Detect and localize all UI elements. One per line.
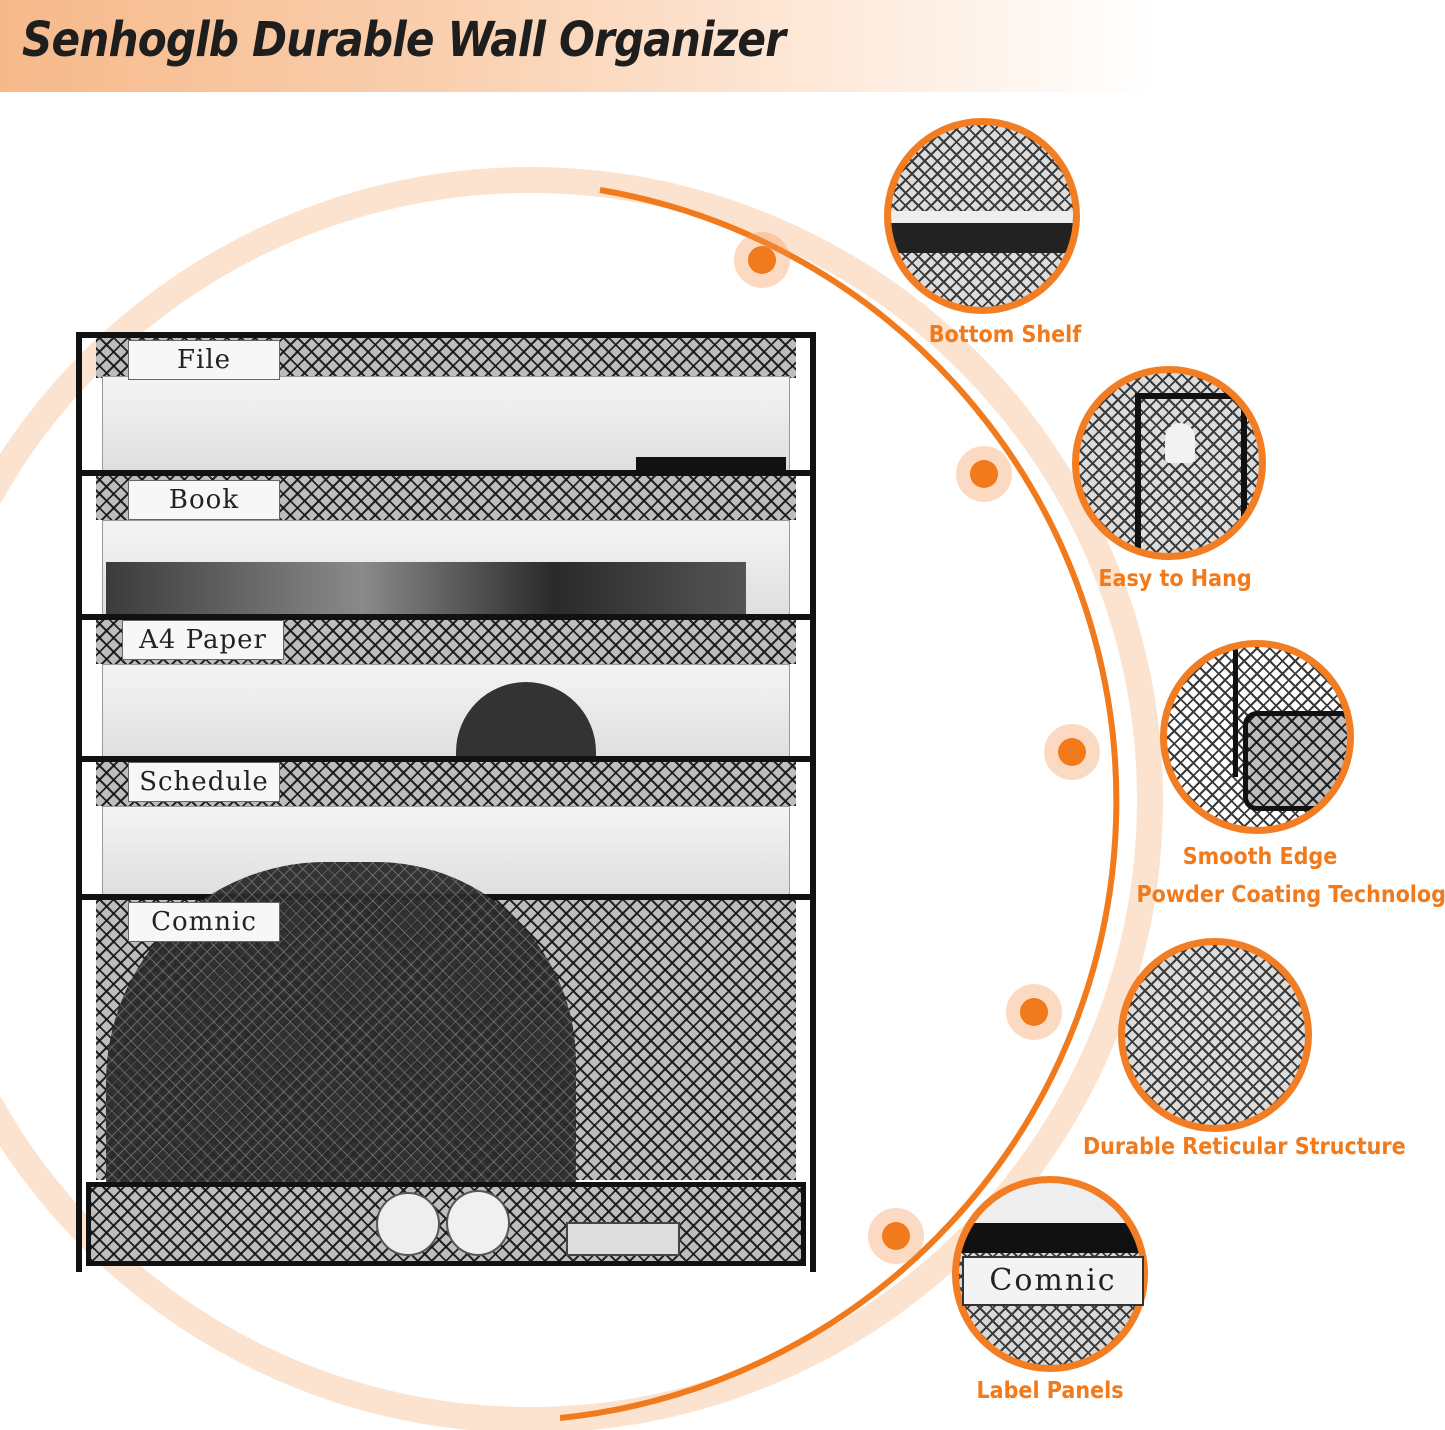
reticular-structure-photo bbox=[1118, 938, 1312, 1132]
tray-label: Schedule bbox=[128, 762, 280, 802]
connector-dot-4 bbox=[1006, 984, 1062, 1040]
feature-label: Durable Reticular Structure bbox=[1083, 1134, 1406, 1160]
feature-label: Smooth Edge bbox=[1182, 844, 1338, 870]
connector-dot-2 bbox=[956, 446, 1012, 502]
feature-label: Easy to Hang bbox=[1098, 566, 1252, 592]
bottom-shelf-photo bbox=[884, 118, 1080, 314]
tray-label: Book bbox=[128, 480, 280, 520]
title-banner bbox=[0, 0, 1445, 92]
tray-label: File bbox=[128, 340, 280, 380]
feature-label: Label Panels bbox=[976, 1378, 1124, 1404]
feature-label: Powder Coating Technology bbox=[1136, 882, 1445, 908]
connector-dot-5 bbox=[868, 1208, 924, 1264]
connector-dot-1 bbox=[734, 232, 790, 288]
easy-to-hang-photo bbox=[1072, 366, 1266, 560]
page-title: Senhoglb Durable Wall Organizer bbox=[22, 12, 786, 68]
connector-dot-3 bbox=[1044, 724, 1100, 780]
tray-label: Comnic bbox=[128, 902, 280, 942]
tray-label: A4 Paper bbox=[122, 620, 284, 660]
feature-label: Bottom Shelf bbox=[928, 322, 1082, 348]
smooth-edge-photo bbox=[1160, 640, 1354, 834]
wall-organizer-image: File Book A4 Paper Schedule Comnic bbox=[76, 332, 816, 1272]
zoomed-label-panel: Comnic bbox=[962, 1256, 1144, 1306]
